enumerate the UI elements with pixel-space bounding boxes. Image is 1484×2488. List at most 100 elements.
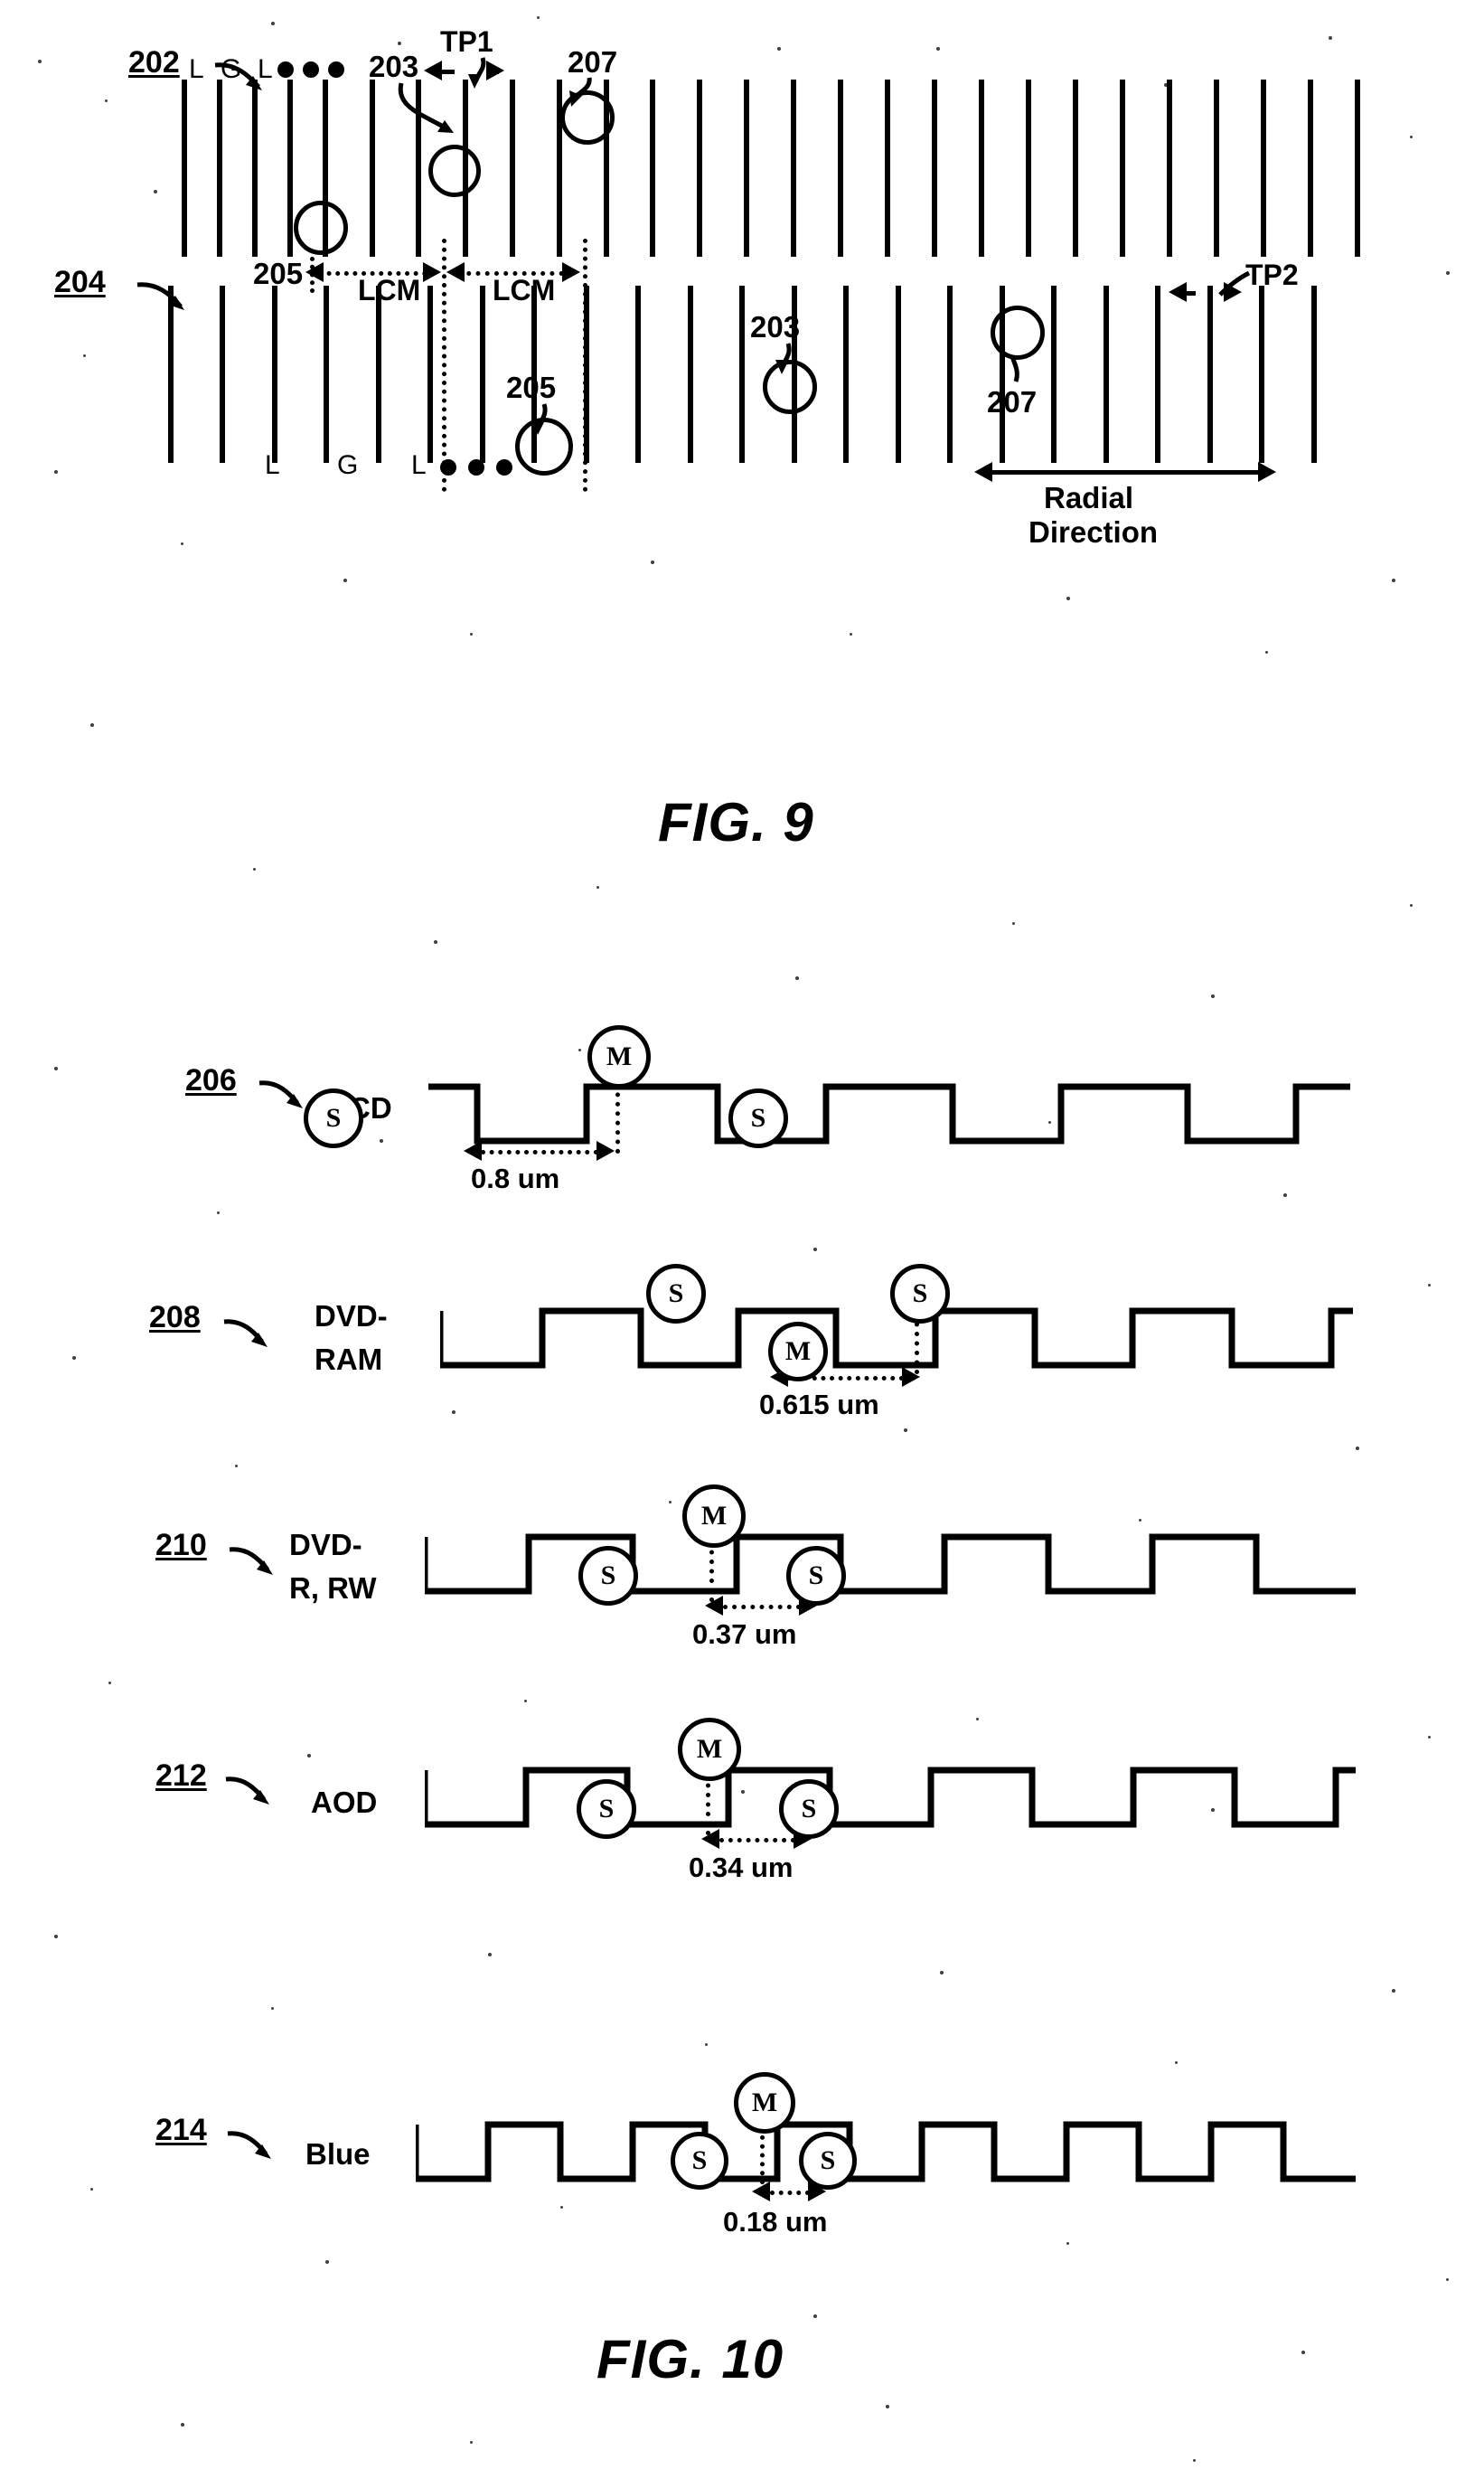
pitch-label-blue: 0.18 um — [723, 2206, 828, 2238]
pitch-dim-line-blue — [770, 2191, 810, 2195]
label-lcm-left: LCM — [358, 274, 421, 306]
radial-direction-line — [992, 470, 1258, 475]
format-name-dvdrrw-line2: R, RW — [289, 1571, 377, 1605]
track-line — [1073, 80, 1078, 257]
label-land-lower: L — [265, 450, 280, 480]
format-name-dvdram-line1: DVD- — [315, 1299, 388, 1333]
lcm-arrowhead-2-right — [562, 262, 580, 282]
reference-numeral-202: 202 — [128, 45, 180, 80]
reference-numeral-207-upper: 207 — [568, 45, 618, 79]
label-tp2: TP2 — [1245, 259, 1299, 291]
mark-badge-s-dvdrrw-2: S — [786, 1546, 846, 1606]
track-line — [932, 80, 937, 257]
pitch-arrowhead-left-cd — [464, 1141, 482, 1161]
lcm-dim-line-2 — [457, 271, 573, 276]
mark-badge-m-dvdram: M — [768, 1322, 828, 1381]
label-tp1: TP1 — [440, 25, 493, 58]
lcm-arrowhead-2-left — [446, 262, 465, 282]
tp2-arrowhead-right — [1224, 282, 1242, 302]
ellipsis-dot-upper-3 — [328, 61, 344, 78]
mark-205-upper — [294, 201, 348, 255]
leader-arrow-214 — [227, 2131, 271, 2159]
track-line — [376, 286, 381, 463]
reference-numeral-205-upper: 205 — [253, 257, 304, 290]
track-line — [635, 286, 641, 463]
track-line — [1120, 80, 1125, 257]
track-line — [838, 80, 843, 257]
label-groove-upper: G — [221, 54, 242, 84]
track-line — [650, 80, 655, 257]
figure-9-caption: FIG. 9 — [658, 792, 814, 853]
lcm-arrowhead-1-left — [305, 262, 324, 282]
mark-badge-s-cd-1: S — [304, 1088, 363, 1148]
leader-arrow-208 — [223, 1319, 268, 1347]
mark-badge-s-aod-2: S — [779, 1779, 839, 1839]
lcm-dim-line-1 — [318, 271, 436, 276]
pitch-arrowhead-right-cd — [596, 1141, 615, 1161]
track-line — [557, 80, 562, 257]
pitch-dim-line-cd — [481, 1150, 598, 1154]
pitch-label-cd: 0.8 um — [471, 1163, 560, 1194]
leader-arrow-204 — [136, 282, 184, 310]
mark-badge-m-cd: M — [587, 1025, 651, 1088]
pitch-guide-aod — [706, 1774, 710, 1835]
pitch-dim-line-aod — [719, 1838, 795, 1842]
pitch-dim-line-dvdram — [786, 1376, 904, 1381]
track-line — [688, 286, 693, 463]
track-line — [1104, 286, 1109, 463]
track-line — [287, 80, 293, 257]
reference-numeral-214: 214 — [155, 2113, 207, 2147]
leader-arrow-tp1 — [468, 57, 486, 89]
mark-203-upper — [428, 145, 481, 197]
track-line — [1261, 80, 1266, 257]
track-line — [324, 286, 329, 463]
ellipsis-dot-lower-1 — [440, 459, 456, 476]
track-line — [510, 80, 515, 257]
track-line — [1026, 80, 1031, 257]
pitch-arrowhead-right-dvdram — [902, 1367, 920, 1387]
track-line — [220, 286, 225, 463]
pitch-arrowhead-left-blue — [752, 2182, 770, 2201]
label-lcm-right: LCM — [493, 274, 556, 306]
mark-203-lower — [763, 360, 817, 414]
reference-numeral-207-lower: 207 — [987, 385, 1038, 419]
track-line — [252, 80, 258, 257]
mark-badge-m-dvdrrw: M — [682, 1484, 746, 1548]
track-line — [1155, 286, 1160, 463]
tp1-arrowhead-left — [424, 61, 442, 80]
reference-numeral-212: 212 — [155, 1758, 207, 1793]
track-line — [1167, 80, 1172, 257]
mark-badge-s-dvdrrw-1: S — [578, 1546, 638, 1606]
mark-badge-s-dvdram-1: S — [646, 1264, 706, 1324]
pitch-dim-line-dvdrrw — [723, 1605, 801, 1609]
mark-207-lower — [991, 306, 1045, 360]
mark-badge-s-aod-1: S — [577, 1779, 636, 1839]
ellipsis-dot-upper-1 — [277, 61, 294, 78]
track-line — [885, 80, 890, 257]
track-line — [1051, 286, 1057, 463]
label-land2-upper: L — [258, 54, 273, 84]
track-line — [1311, 286, 1317, 463]
pitch-arrowhead-left-aod — [701, 1829, 719, 1849]
pitch-label-dvdram: 0.615 um — [759, 1389, 879, 1420]
track-line — [739, 286, 745, 463]
radial-direction-arrowhead-right — [1258, 462, 1276, 482]
label-land-upper: L — [189, 54, 204, 84]
mark-207-upper — [560, 90, 615, 145]
pitch-arrowhead-left-dvdrrw — [705, 1596, 723, 1616]
track-line — [1355, 80, 1360, 257]
pitch-guide-cd — [615, 1083, 620, 1154]
track-line — [1207, 286, 1213, 463]
mark-205-lower — [515, 418, 573, 476]
ellipsis-dot-lower-2 — [468, 459, 484, 476]
mark-badge-s-blue-2: S — [799, 2132, 857, 2190]
track-line — [427, 286, 433, 463]
ellipsis-dot-upper-2 — [303, 61, 319, 78]
mark-badge-s-dvdram-2: S — [890, 1264, 950, 1324]
mark-badge-m-aod: M — [678, 1718, 741, 1781]
ellipsis-dot-lower-3 — [496, 459, 512, 476]
reference-numeral-208: 208 — [149, 1300, 201, 1334]
waveform-dvdrrw — [425, 1528, 1356, 1600]
lcm-arrowhead-1-right — [423, 262, 441, 282]
